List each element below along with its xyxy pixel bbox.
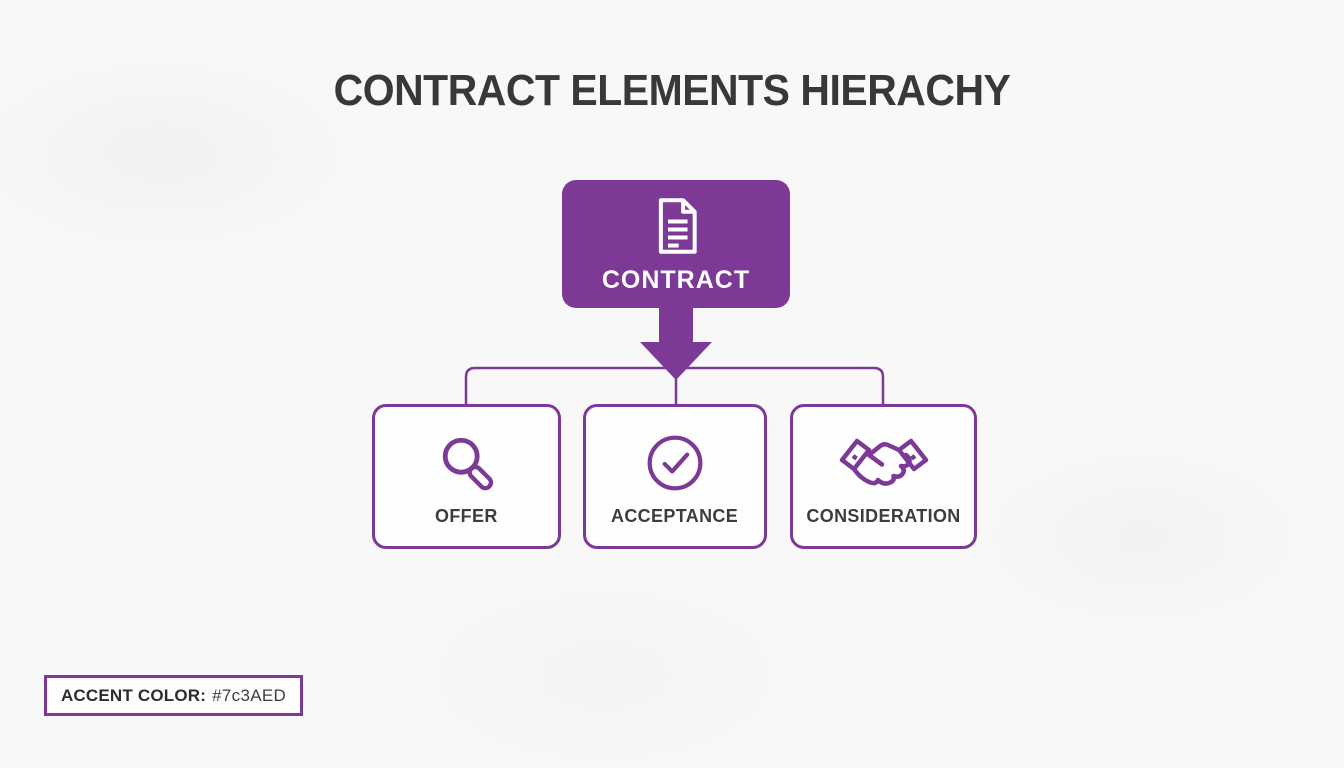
node-offer: OFFER [372,404,561,549]
document-icon [647,194,705,258]
accent-color-label: ACCENT COLOR: [60,685,207,705]
node-consideration: CONSIDERATION [790,404,977,549]
node-contract-label: CONTRACT [601,265,751,294]
node-consideration-label: CONSIDERATION [806,504,961,526]
node-acceptance-label: ACCEPTANCE [611,504,739,526]
page-title: CONTRACT ELEMENTS HIERACHY [333,66,1011,115]
node-contract: CONTRACT [562,180,790,308]
search-magnifier-icon [436,431,498,495]
accent-color-note: ACCENT COLOR: #7c3AED [44,675,303,716]
arrow-down-icon [640,304,712,380]
node-offer-label: OFFER [435,504,498,526]
check-circle-icon [645,431,705,495]
handshake-icon [834,431,934,495]
node-acceptance: ACCEPTANCE [583,404,767,549]
accent-color-value: #7c3AED [212,685,287,705]
